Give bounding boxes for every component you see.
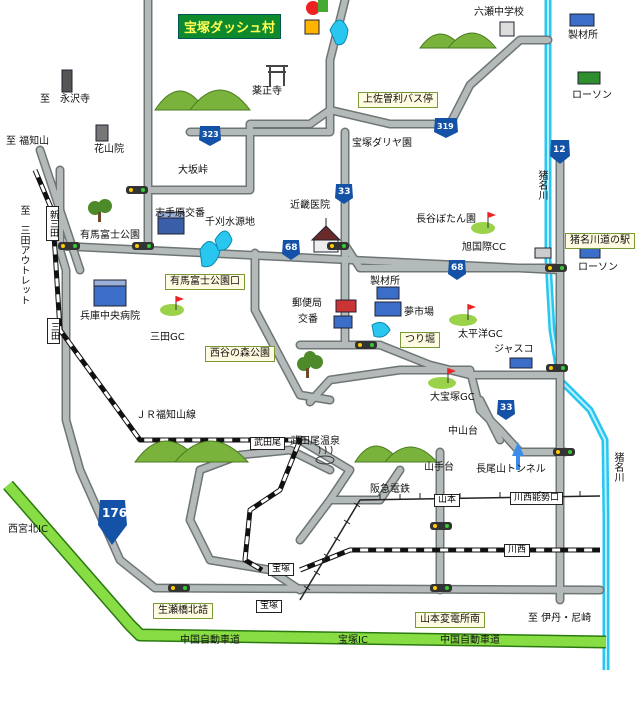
nagatani-botan-label: 長谷ぼたん園 — [416, 214, 476, 225]
namaze-kitazume-label: 生瀬橋北詰 — [153, 603, 213, 619]
yume-ichiba-label: 夢市場 — [404, 307, 434, 318]
fishing-pond-label: つり堀 — [400, 332, 440, 348]
route-319-number: 319 — [437, 122, 454, 131]
hot-spring-icon — [315, 445, 335, 465]
to-eitakuji-label: 至 永沢寺 — [40, 94, 90, 105]
yamateda-label: 山手台 — [424, 462, 454, 473]
kawanishi-noseguchi-station: 川西能勢口 — [510, 492, 564, 505]
oosaka-touge-label: 大坂峠 — [178, 165, 208, 176]
jasco-label: ジャスコ — [494, 344, 534, 355]
kyokkoku-cc-label: 旭国際CC — [462, 242, 506, 253]
sanda-station: 三田 — [47, 318, 60, 344]
rokuse-jhs-label: 六瀬中学校 — [474, 7, 524, 18]
takarazuka-station-hankyu: 宝塚 — [256, 600, 283, 613]
route-12-number: 12 — [553, 145, 566, 155]
kasanoin-label: 花山院 — [94, 144, 124, 155]
hankyu-line-label: 阪急電鉄 — [370, 484, 410, 495]
police-box-label: 交番 — [298, 314, 318, 325]
arima-fuji-park-label: 有馬富士公園 — [80, 230, 140, 241]
inagawa-river-label: 猪名川 — [536, 170, 547, 200]
shinsanda-station: 新三田 — [46, 206, 59, 241]
route-33-number: 33 — [500, 403, 513, 413]
hills — [134, 32, 498, 463]
nishinomiya-kita-ic-label: 西宮北IC — [8, 524, 48, 535]
route-33-number: 33 — [338, 187, 351, 197]
route-323-number: 323 — [202, 130, 219, 139]
takedao-station: 武田尾 — [250, 437, 286, 450]
kamisasori-bus-stop-label: 上佐曽利バス停 — [358, 92, 438, 108]
takedao-onsen-label: 武田尾温泉 — [290, 436, 340, 447]
traffic-signals — [58, 186, 575, 592]
route-68-number: 68 — [285, 243, 298, 253]
taiheiyo-gc-label: 太平洋GC — [458, 329, 503, 340]
chugoku-expressway-label: 中国自動車道 — [180, 635, 240, 646]
tree-icons — [88, 199, 323, 378]
hyogo-central-hospital-label: 兵庫中央病院 — [80, 311, 140, 322]
nagaoyama-tunnel-label: 長尾山トンネル — [476, 464, 546, 475]
route-shields — [98, 118, 570, 545]
temple-label: 薬正寺 — [252, 86, 282, 97]
to-fukuchiyama-label: 至 福知山 — [6, 136, 50, 147]
jr-fukuchiyama-line-label: ＪＲ福知山線 — [136, 410, 196, 421]
lawson-label: ローソン — [578, 262, 618, 273]
post-office-label: 郵便局 — [292, 298, 322, 309]
senkari-reservoir-label: 千刈水源地 — [205, 217, 255, 228]
dai-takarazuka-gc-label: 大宝塚GC — [430, 392, 475, 403]
destination-title: 宝塚ダッシュ村 — [178, 14, 282, 39]
nishitani-forest-park-label: 西谷の森公園 — [205, 346, 275, 362]
to-sanda-outlet-label: 至 三田アウトレット — [18, 205, 29, 305]
to-itami-label: 至 伊丹・尼崎 — [528, 613, 592, 624]
inagawa-river-label: 猪名川 — [612, 452, 623, 482]
sanda-gc-label: 三田GC — [150, 332, 185, 343]
takarazuka-ic-label: 宝塚IC — [338, 635, 368, 646]
inagawa-michinoeki-label: 猪名川道の駅 — [565, 233, 635, 249]
arima-fuji-park-entrance-label: 有馬富士公園口 — [165, 274, 245, 290]
route-68-number: 68 — [451, 263, 464, 273]
yamamoto-station: 山本 — [434, 494, 461, 507]
chugoku-expressway-label: 中国自動車道 — [440, 635, 500, 646]
route-176-number: 176 — [102, 506, 128, 520]
yamamoto-substation-label: 山本変電所南 — [415, 612, 485, 628]
takarazuka-station-jr: 宝塚 — [268, 563, 295, 576]
lawson-label: ローソン — [572, 90, 612, 101]
sawmill-label: 製材所 — [568, 30, 598, 41]
sawmill-label: 製材所 — [370, 276, 400, 287]
golf-icons — [160, 212, 496, 389]
shitehara-koban-label: 志手原交番 — [155, 208, 205, 219]
takarazuka-dahlia-garden-label: 宝塚ダリヤ園 — [352, 138, 412, 149]
nakayamadai-label: 中山台 — [448, 426, 478, 437]
kawanishi-station: 川西 — [504, 544, 531, 557]
kinki-clinic-label: 近畿医院 — [290, 200, 330, 211]
